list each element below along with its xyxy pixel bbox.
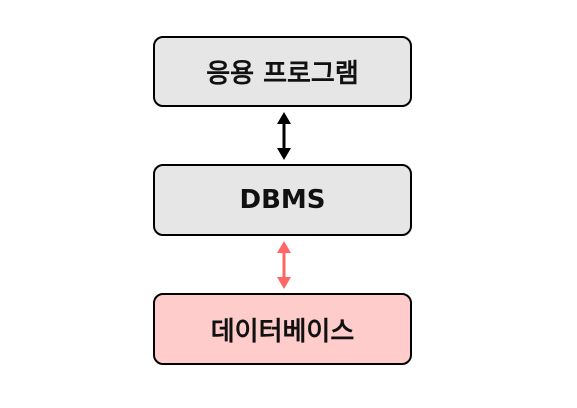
dbms-db-arrowhead-down: [277, 277, 291, 289]
application-node: 응용 프로그램: [153, 36, 412, 107]
dbms-db-arrowhead-up: [277, 241, 291, 253]
dbms-node-label: DBMS: [239, 185, 326, 215]
app-dbms-arrowhead-up: [277, 112, 291, 124]
database-node: 데이터베이스: [153, 293, 412, 365]
app-dbms-arrowhead-down: [277, 148, 291, 160]
app-dbms-arrow: [277, 112, 291, 160]
database-node-label: 데이터베이스: [210, 316, 355, 347]
application-node-label: 응용 프로그램: [206, 59, 359, 89]
dbms-db-arrow: [277, 241, 291, 289]
dbms-node: DBMS: [153, 164, 412, 236]
